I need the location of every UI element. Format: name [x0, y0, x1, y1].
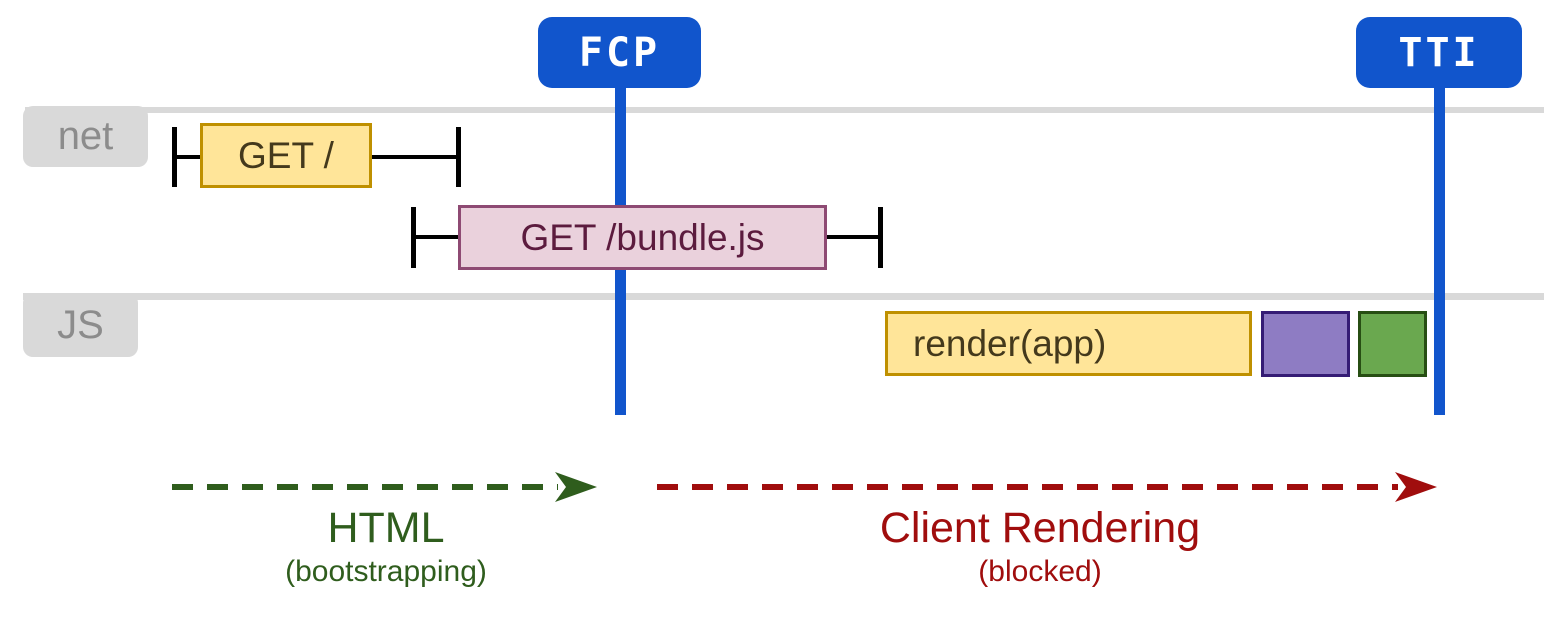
span-get-bundle-js: GET /bundle.js	[458, 205, 827, 270]
span-green-task	[1358, 311, 1427, 377]
html-phase-title: HTML	[327, 504, 445, 552]
html-phase-label: HTML (bootstrapping)	[186, 504, 586, 593]
html-phase-subtitle: (bootstrapping)	[285, 555, 487, 589]
js-track-line	[23, 293, 1544, 300]
track-label-net: net	[23, 106, 148, 167]
get-bundle-whisker-start-tick	[411, 207, 416, 268]
net-track-line	[25, 107, 1544, 113]
track-label-js-text: JS	[57, 302, 104, 347]
span-render-app: render(app)	[885, 311, 1252, 376]
client-rendering-phase-title: Client Rendering	[879, 504, 1201, 552]
client-rendering-phase-label: Client Rendering (blocked)	[840, 504, 1240, 593]
get-bundle-whisker-end-tick	[878, 207, 883, 268]
get-root-whisker-start-tick	[172, 127, 177, 187]
tti-marker-line	[1434, 86, 1445, 415]
span-get-root: GET /	[200, 123, 372, 188]
track-label-js: JS	[23, 293, 138, 357]
get-root-whisker-end-tick	[456, 127, 461, 187]
fcp-badge: FCP	[538, 17, 701, 88]
span-purple-task	[1261, 311, 1350, 377]
html-phase-arrow	[172, 472, 597, 502]
client-rendering-phase-subtitle: (blocked)	[978, 555, 1102, 589]
track-label-net-text: net	[57, 114, 114, 158]
client-rendering-phase-arrow	[657, 472, 1437, 502]
tti-badge: TTI	[1356, 17, 1522, 88]
